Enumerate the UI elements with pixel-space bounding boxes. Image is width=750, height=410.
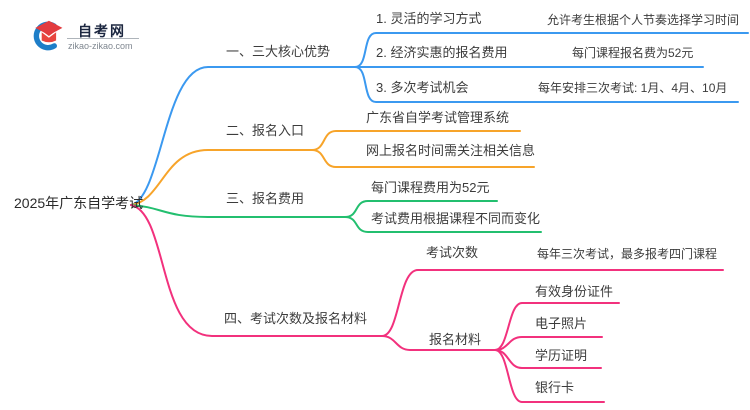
branch1-child1-detail: 允许考生根据个人节奏选择学习时间 — [547, 13, 740, 27]
branch3-trunk-line — [130, 204, 346, 218]
material4-line — [494, 349, 605, 403]
branch3-child2: 考试费用根据课程不同而变化 — [371, 211, 541, 226]
branch3-child1: 每门课程费用为52元 — [371, 180, 490, 195]
branch4-examcount-line — [381, 269, 724, 337]
branch4-materials-line — [381, 335, 496, 351]
logo-divider — [67, 38, 139, 39]
branch3-label: 三、报名费用 — [226, 191, 305, 206]
root-node: 2025年广东自学考试 — [14, 195, 144, 211]
site-logo[interactable]: 自考网 zikao-zikao.com — [28, 15, 158, 57]
branch4-examcount: 考试次数 — [426, 245, 479, 260]
branch4-label: 四、考试次数及报名材料 — [224, 311, 368, 326]
branch2-trunk-line — [130, 149, 313, 206]
material-item-1: 有效身份证件 — [535, 284, 614, 299]
logo-title: 自考网 — [78, 23, 126, 39]
branch1-child2: 2. 经济实惠的报名费用 — [376, 45, 508, 60]
branch2-child1: 广东省自学考试管理系统 — [366, 110, 510, 125]
branch1-row1-line — [354, 32, 749, 68]
material-item-4: 银行卡 — [535, 380, 575, 395]
branch2-child2: 网上报名时间需关注相关信息 — [366, 143, 536, 158]
branch3-row2-line — [344, 216, 542, 233]
branch1-label: 一、三大核心优势 — [226, 44, 331, 59]
branch1-child1: 1. 灵活的学习方式 — [376, 11, 482, 26]
branch4-trunk-line — [130, 204, 383, 337]
material-item-2: 电子照片 — [535, 316, 588, 331]
branch4-materials: 报名材料 — [429, 332, 482, 347]
branch2-row2-line — [311, 149, 535, 168]
branch1-trunk-line — [130, 66, 356, 206]
branch1-child3-detail: 每年安排三次考试: 1月、4月、10月 — [538, 81, 728, 95]
branch2-label: 二、报名入口 — [226, 123, 305, 138]
material1-line — [494, 302, 620, 351]
material-item-3: 学历证明 — [535, 348, 588, 363]
branch1-child3: 3. 多次考试机会 — [376, 80, 469, 95]
branch1-row3-line — [354, 66, 739, 103]
logo-domain: zikao-zikao.com — [68, 41, 133, 51]
branch4-examcount-detail: 每年三次考试，最多报考四门课程 — [537, 247, 718, 261]
branch2-row1-line — [311, 130, 521, 151]
graduation-cap-logo-icon — [33, 20, 63, 51]
branch1-child2-detail: 每门课程报名费为52元 — [572, 46, 694, 60]
